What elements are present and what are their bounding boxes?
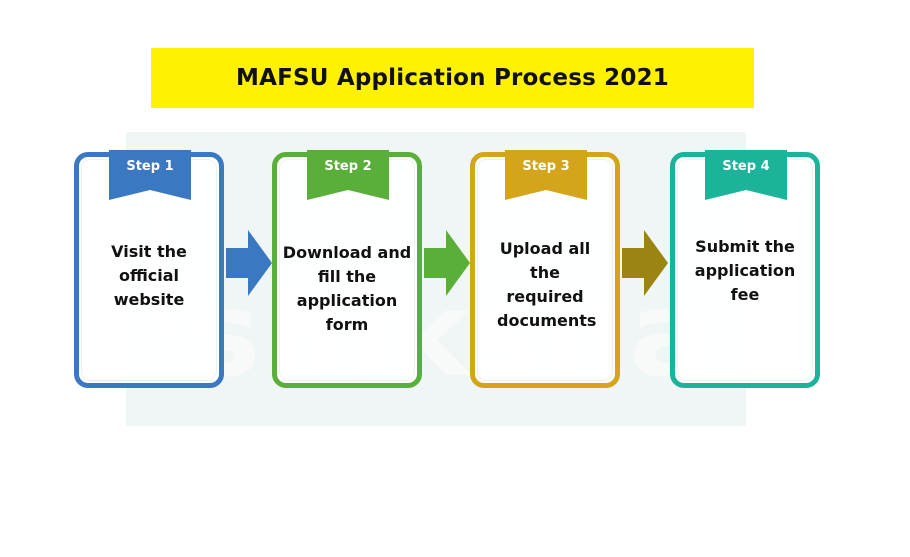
- arrow-right-icon: [226, 230, 272, 296]
- page-title: MAFSU Application Process 2021: [236, 65, 669, 91]
- step-text-2: Download and fill the application form: [282, 243, 412, 334]
- title-banner: MAFSU Application Process 2021: [151, 48, 754, 108]
- step-text-4: Submit the application fee: [694, 237, 796, 304]
- arrow-right-icon: [622, 230, 668, 296]
- step-card-2: Step 2 Download and fill the application…: [272, 150, 422, 388]
- step-text-1: Visit the official website: [111, 242, 187, 309]
- step-card-3: Step 3 Upload all the required documents: [470, 150, 620, 388]
- step-label-4: Step 4: [722, 159, 770, 174]
- step-card-1: Step 1 Visit the official website: [74, 150, 224, 388]
- step-text-3: Upload all the required documents: [497, 239, 597, 330]
- arrow-right-icon: [424, 230, 470, 296]
- step-tab-4: Step 4: [705, 150, 787, 207]
- step-tab-2: Step 2: [307, 150, 389, 207]
- step-tab-3: Step 3: [505, 150, 587, 207]
- step-tab-1: Step 1: [109, 150, 191, 207]
- step-label-3: Step 3: [522, 159, 570, 174]
- step-card-4: Step 4 Submit the application fee: [670, 150, 820, 388]
- step-label-1: Step 1: [126, 159, 174, 174]
- step-label-2: Step 2: [324, 159, 372, 174]
